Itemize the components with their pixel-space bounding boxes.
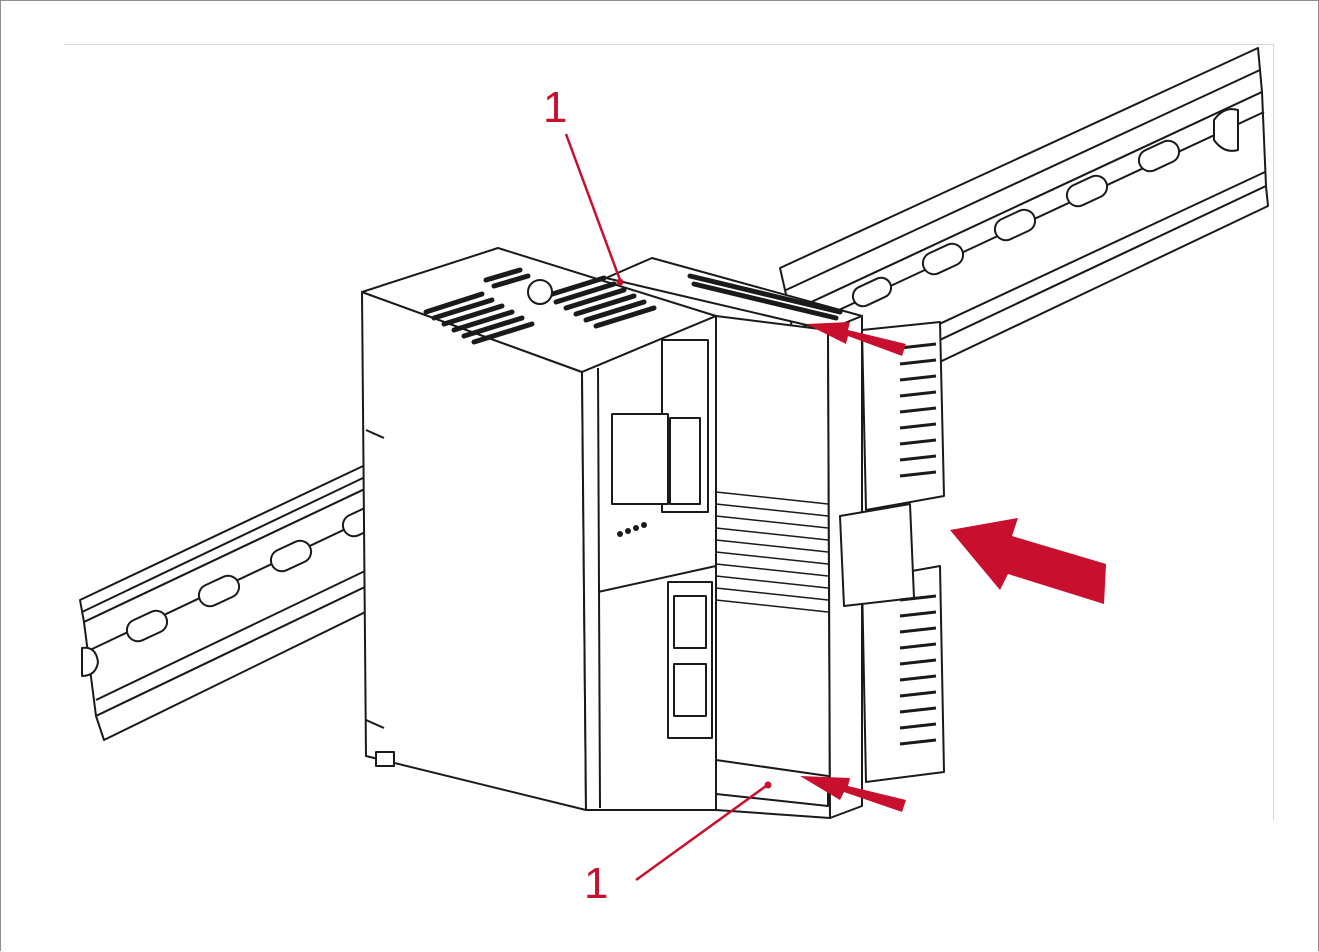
arrow-push-icon (800, 322, 1106, 812)
leader-bottom (635, 784, 767, 882)
status-leds (617, 522, 647, 537)
io-module (605, 257, 863, 819)
terminal-screws-bottom (899, 594, 937, 746)
din-rail-left (79, 457, 395, 741)
callout-label-top: 1 (543, 83, 568, 132)
figure-top-border (64, 44, 1274, 45)
terminal-blocks (839, 321, 945, 783)
figure-right-border (1273, 44, 1274, 820)
rail-slots-right (851, 108, 1239, 308)
callout-leaders (564, 133, 772, 882)
terminal-screws-top (899, 342, 937, 478)
leader-top (564, 133, 622, 281)
arrow-lower (800, 776, 906, 812)
top-vents-cpu (423, 267, 657, 345)
rail-slots-left (81, 504, 385, 677)
callout-label-bottom: 1 (584, 859, 609, 908)
arrow-upper (806, 322, 906, 356)
io-ribs (715, 491, 829, 613)
plc-module (361, 247, 717, 811)
top-vents-io (687, 273, 843, 321)
arrow-large (950, 518, 1106, 604)
